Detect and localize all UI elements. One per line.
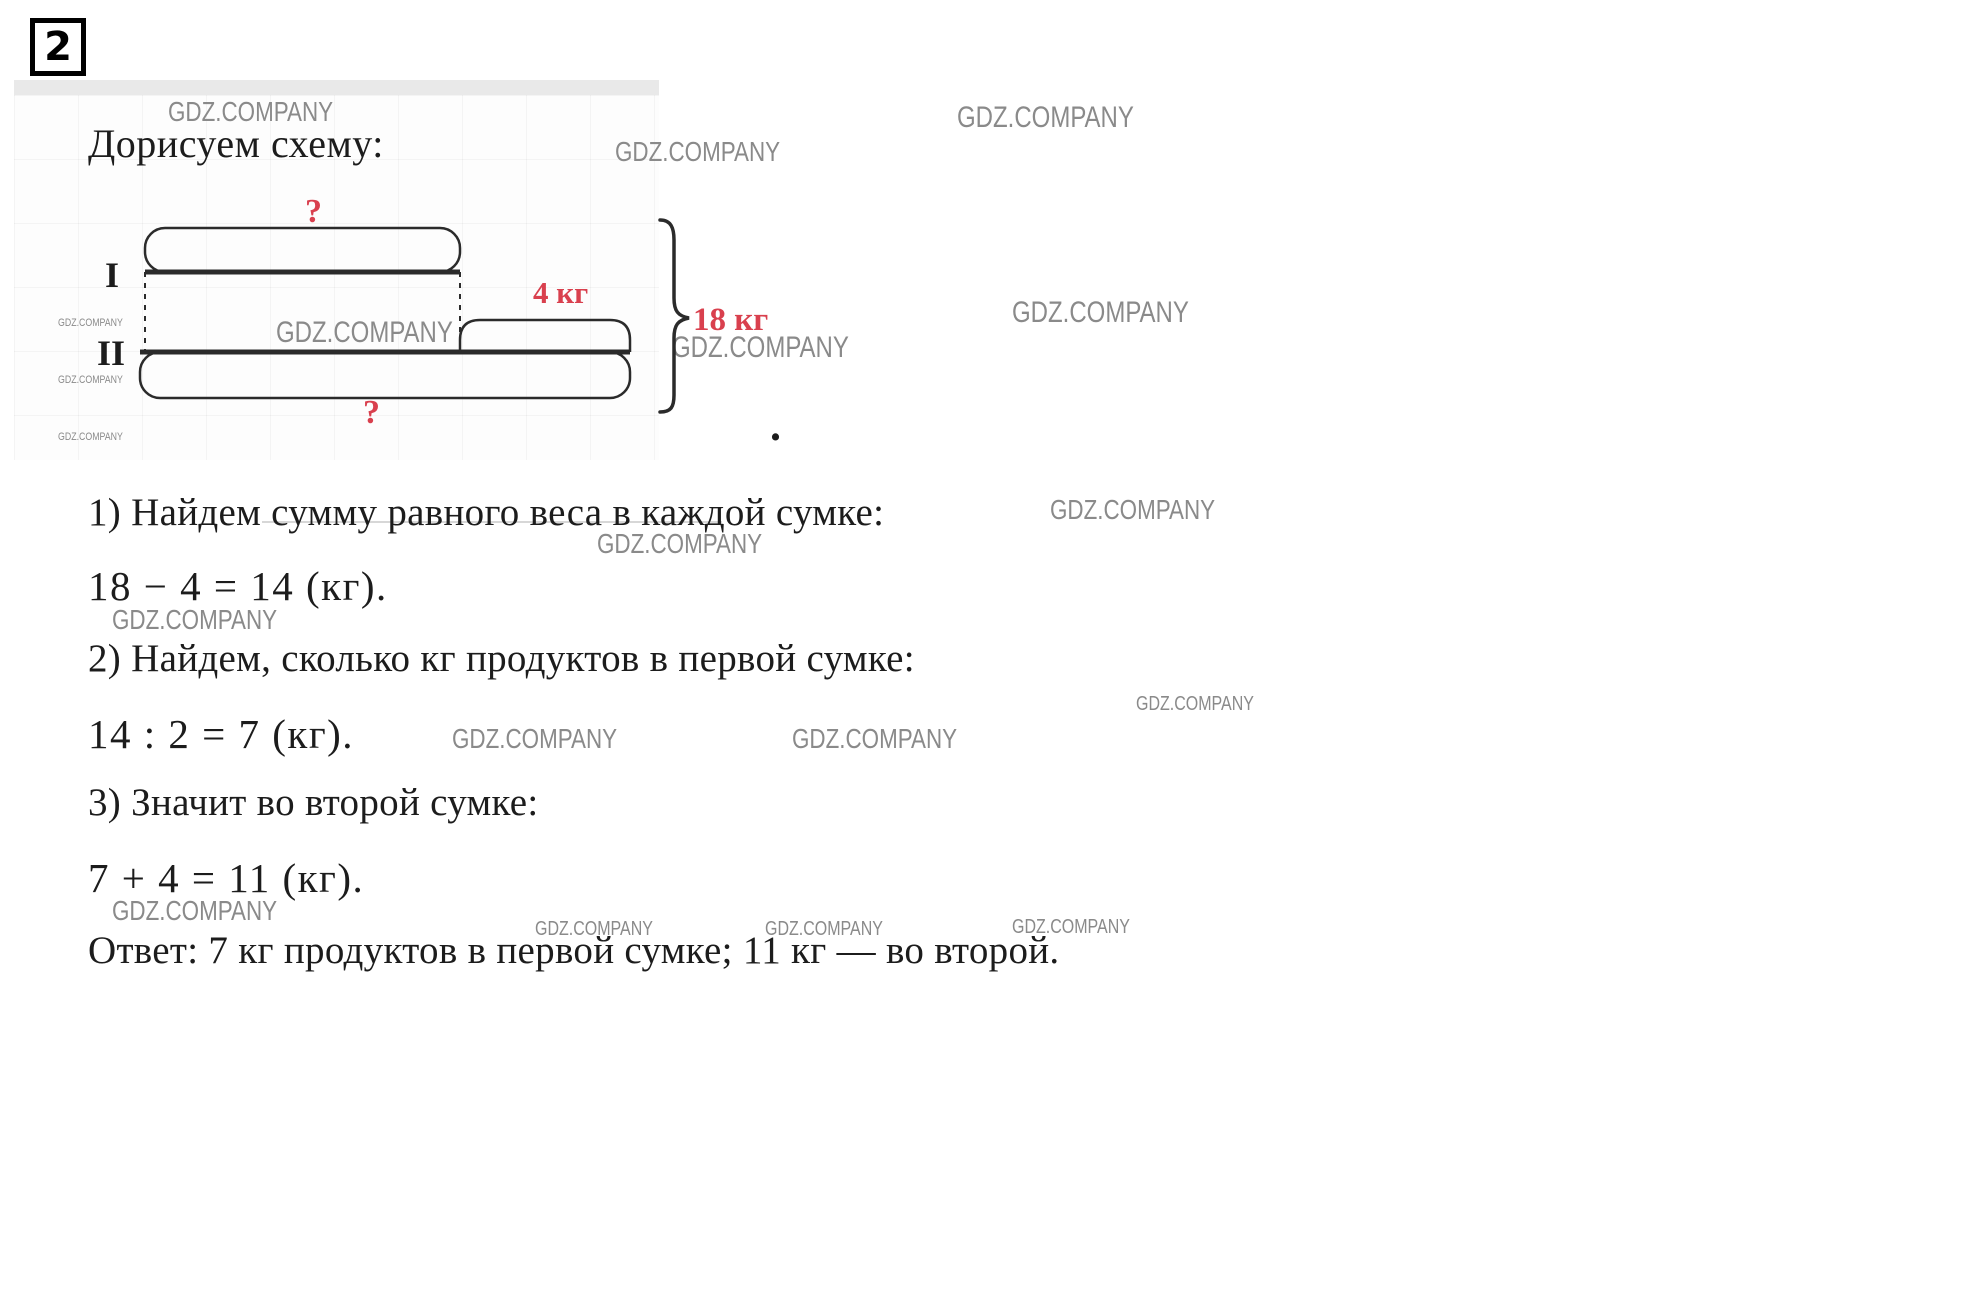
answer-line: Ответ: 7 кг продуктов в первой сумке; 11…: [88, 929, 1060, 972]
bag1-bar: [143, 226, 462, 274]
solution-step-2-caption: 2) Найдем, сколько кг продуктов в первой…: [88, 637, 915, 680]
scan-period-artifact: .: [770, 401, 781, 450]
watermark: GDZ.COMPANY: [1050, 494, 1216, 525]
watermark: GDZ.COMPANY: [276, 316, 453, 349]
watermark: GDZ.COMPANY: [58, 431, 123, 443]
watermark: GDZ.COMPANY: [452, 723, 618, 754]
solution-step-1-formula: 18 − 4 = 14 (кг).: [88, 563, 388, 609]
watermark: GDZ.COMPANY: [957, 101, 1134, 134]
watermark: GDZ.COMPANY: [1012, 296, 1189, 329]
total-weight-label: 18 кг: [693, 302, 768, 338]
scan-graph-paper: [14, 95, 659, 460]
scan-artifact-strip: [14, 80, 659, 95]
solution-step-1-caption: 1) Найдем сумму равного веса в каждой су…: [88, 491, 885, 534]
problem-number-badge: 2: [30, 18, 86, 76]
solution-step-2-formula: 14 : 2 = 7 (кг).: [88, 711, 355, 757]
watermark: GDZ.COMPANY: [112, 895, 278, 926]
watermark: GDZ.COMPANY: [765, 918, 883, 940]
bag2-bar: [138, 350, 632, 400]
question-mark-bottom: ?: [363, 394, 380, 431]
watermark: GDZ.COMPANY: [168, 96, 334, 127]
bag2-label: II: [97, 333, 125, 373]
extra-weight-bump: [458, 318, 632, 352]
watermark: GDZ.COMPANY: [58, 317, 123, 329]
solution-step-3-formula: 7 + 4 = 11 (кг).: [88, 855, 365, 901]
total-brace: [658, 218, 690, 414]
watermark: GDZ.COMPANY: [535, 918, 653, 940]
scan-artifact-line: [262, 521, 722, 523]
watermark: GDZ.COMPANY: [1012, 916, 1130, 938]
watermark: GDZ.COMPANY: [615, 136, 781, 167]
watermark: GDZ.COMPANY: [792, 723, 958, 754]
bag-weight-diagram: I ? II 4 кг ? 18 кг: [97, 195, 768, 431]
question-mark-top: ?: [305, 195, 322, 230]
bag1-label: I: [105, 255, 119, 295]
page-title: Дорисуем схему:: [88, 121, 384, 166]
solution-step-3-caption: 3) Значит во второй сумке:: [88, 781, 539, 824]
watermark: GDZ.COMPANY: [597, 528, 763, 559]
watermark: GDZ.COMPANY: [672, 331, 849, 364]
extra-weight-label: 4 кг: [533, 275, 588, 310]
watermark: GDZ.COMPANY: [58, 374, 123, 386]
watermark: GDZ.COMPANY: [1136, 693, 1254, 715]
watermark: GDZ.COMPANY: [112, 604, 278, 635]
